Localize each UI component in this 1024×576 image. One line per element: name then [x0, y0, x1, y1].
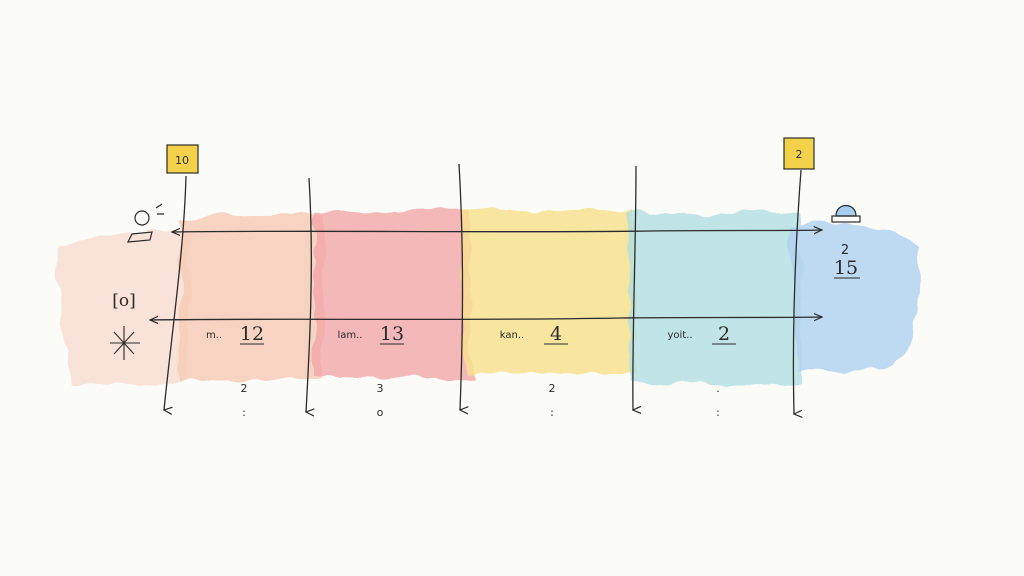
bell-icon [831, 204, 861, 223]
segment-tag: m.. [206, 330, 222, 341]
segment-tag: lam.. [337, 330, 362, 341]
wash-peach [180, 214, 322, 382]
wash-peach-left [57, 228, 191, 384]
person-icon [126, 203, 164, 243]
segment-4: yoit.. 2.: [667, 323, 736, 419]
divider-5 [792, 169, 801, 414]
segment-value: 12 [240, 323, 264, 345]
segment-dot-mark: : [550, 406, 554, 419]
segment-value: 13 [380, 323, 404, 345]
vertical-dividers [164, 163, 801, 414]
watercolor-washes [57, 210, 920, 386]
lower-timeline-arrow [150, 317, 822, 320]
wash-aqua [628, 212, 802, 386]
left-flag-marker: 10 [166, 144, 199, 174]
divider-4 [633, 165, 636, 410]
segment-dot-mark: 2 [241, 382, 248, 395]
segment-value: 4 [550, 323, 562, 345]
divider-1 [164, 175, 187, 410]
segment-2: lam.. 13 3 o [337, 323, 404, 419]
wash-pink [314, 210, 472, 379]
upper-timeline-arrow [172, 230, 822, 232]
segment-dot-mark: : [242, 406, 246, 419]
segment-value: 2 [718, 323, 730, 345]
left-box-label-group: [o] [112, 291, 136, 311]
segment-1: m.. 12 2: [206, 323, 264, 419]
segment-dot-mark: 3 [377, 382, 384, 395]
right-small-mark: 2 [841, 243, 849, 258]
segment-tag: kan.. [500, 330, 524, 341]
divider-2 [306, 177, 311, 412]
segment-dot-mark: . [716, 382, 720, 395]
right-value: 15 [834, 257, 858, 279]
segment-dot-mark: : [716, 406, 720, 419]
segment-tag: yoit.. [667, 330, 692, 341]
divider-3 [458, 163, 463, 410]
wash-yellow [462, 210, 636, 375]
segment-dot-mark: o [377, 406, 384, 419]
right-flag-label: 2 [796, 148, 803, 161]
left-flag-label: 10 [175, 154, 189, 167]
sparkle-icon [110, 326, 140, 360]
segment-labels: m.. 12 2: lam.. 13 3 o kan.. 4 2: yoit.. 2.: [206, 323, 736, 419]
left-box-label: [o] [112, 291, 136, 311]
segment-dot-mark: 2 [549, 382, 556, 395]
wash-blue [790, 224, 920, 372]
right-flag-marker: 2 [783, 137, 815, 170]
segment-3: kan.. 4 2: [500, 323, 568, 419]
